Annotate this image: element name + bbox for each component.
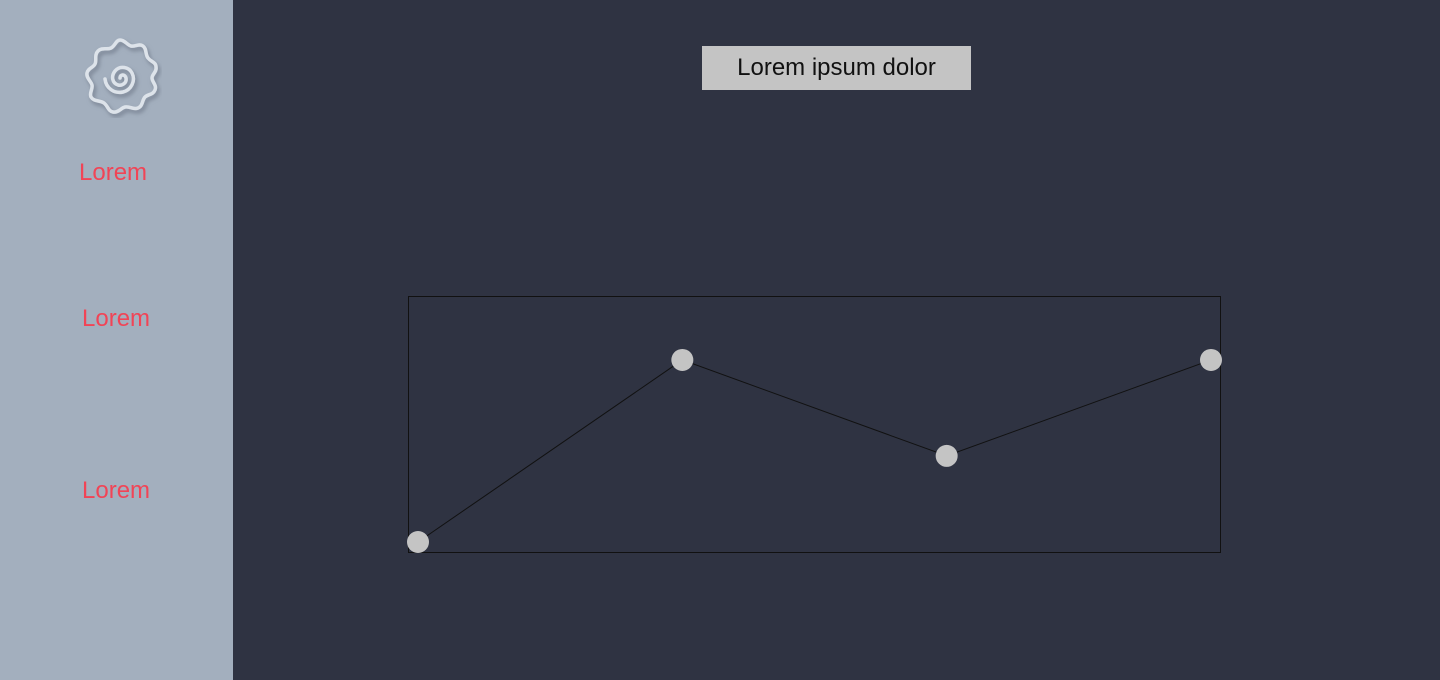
- data-point-3[interactable]: [935, 444, 958, 467]
- sidebar-item-1[interactable]: Lorem: [79, 159, 148, 186]
- data-point-2[interactable]: [671, 348, 694, 371]
- sidebar: Lorem Lorem Lorem: [0, 0, 233, 680]
- main-content: Lorem ipsum dolor: [233, 0, 1440, 680]
- data-point-4[interactable]: [1200, 348, 1222, 371]
- data-point-1[interactable]: [407, 531, 429, 553]
- swirl-gear-icon: [85, 38, 158, 114]
- line-chart: [407, 296, 1222, 553]
- series-line: [417, 359, 1212, 543]
- chart-frame: [408, 296, 1221, 553]
- sidebar-item-3[interactable]: Lorem: [82, 477, 151, 504]
- page-title: Lorem ipsum dolor: [702, 46, 971, 90]
- logo[interactable]: [78, 34, 162, 118]
- sidebar-item-2[interactable]: Lorem: [82, 305, 151, 332]
